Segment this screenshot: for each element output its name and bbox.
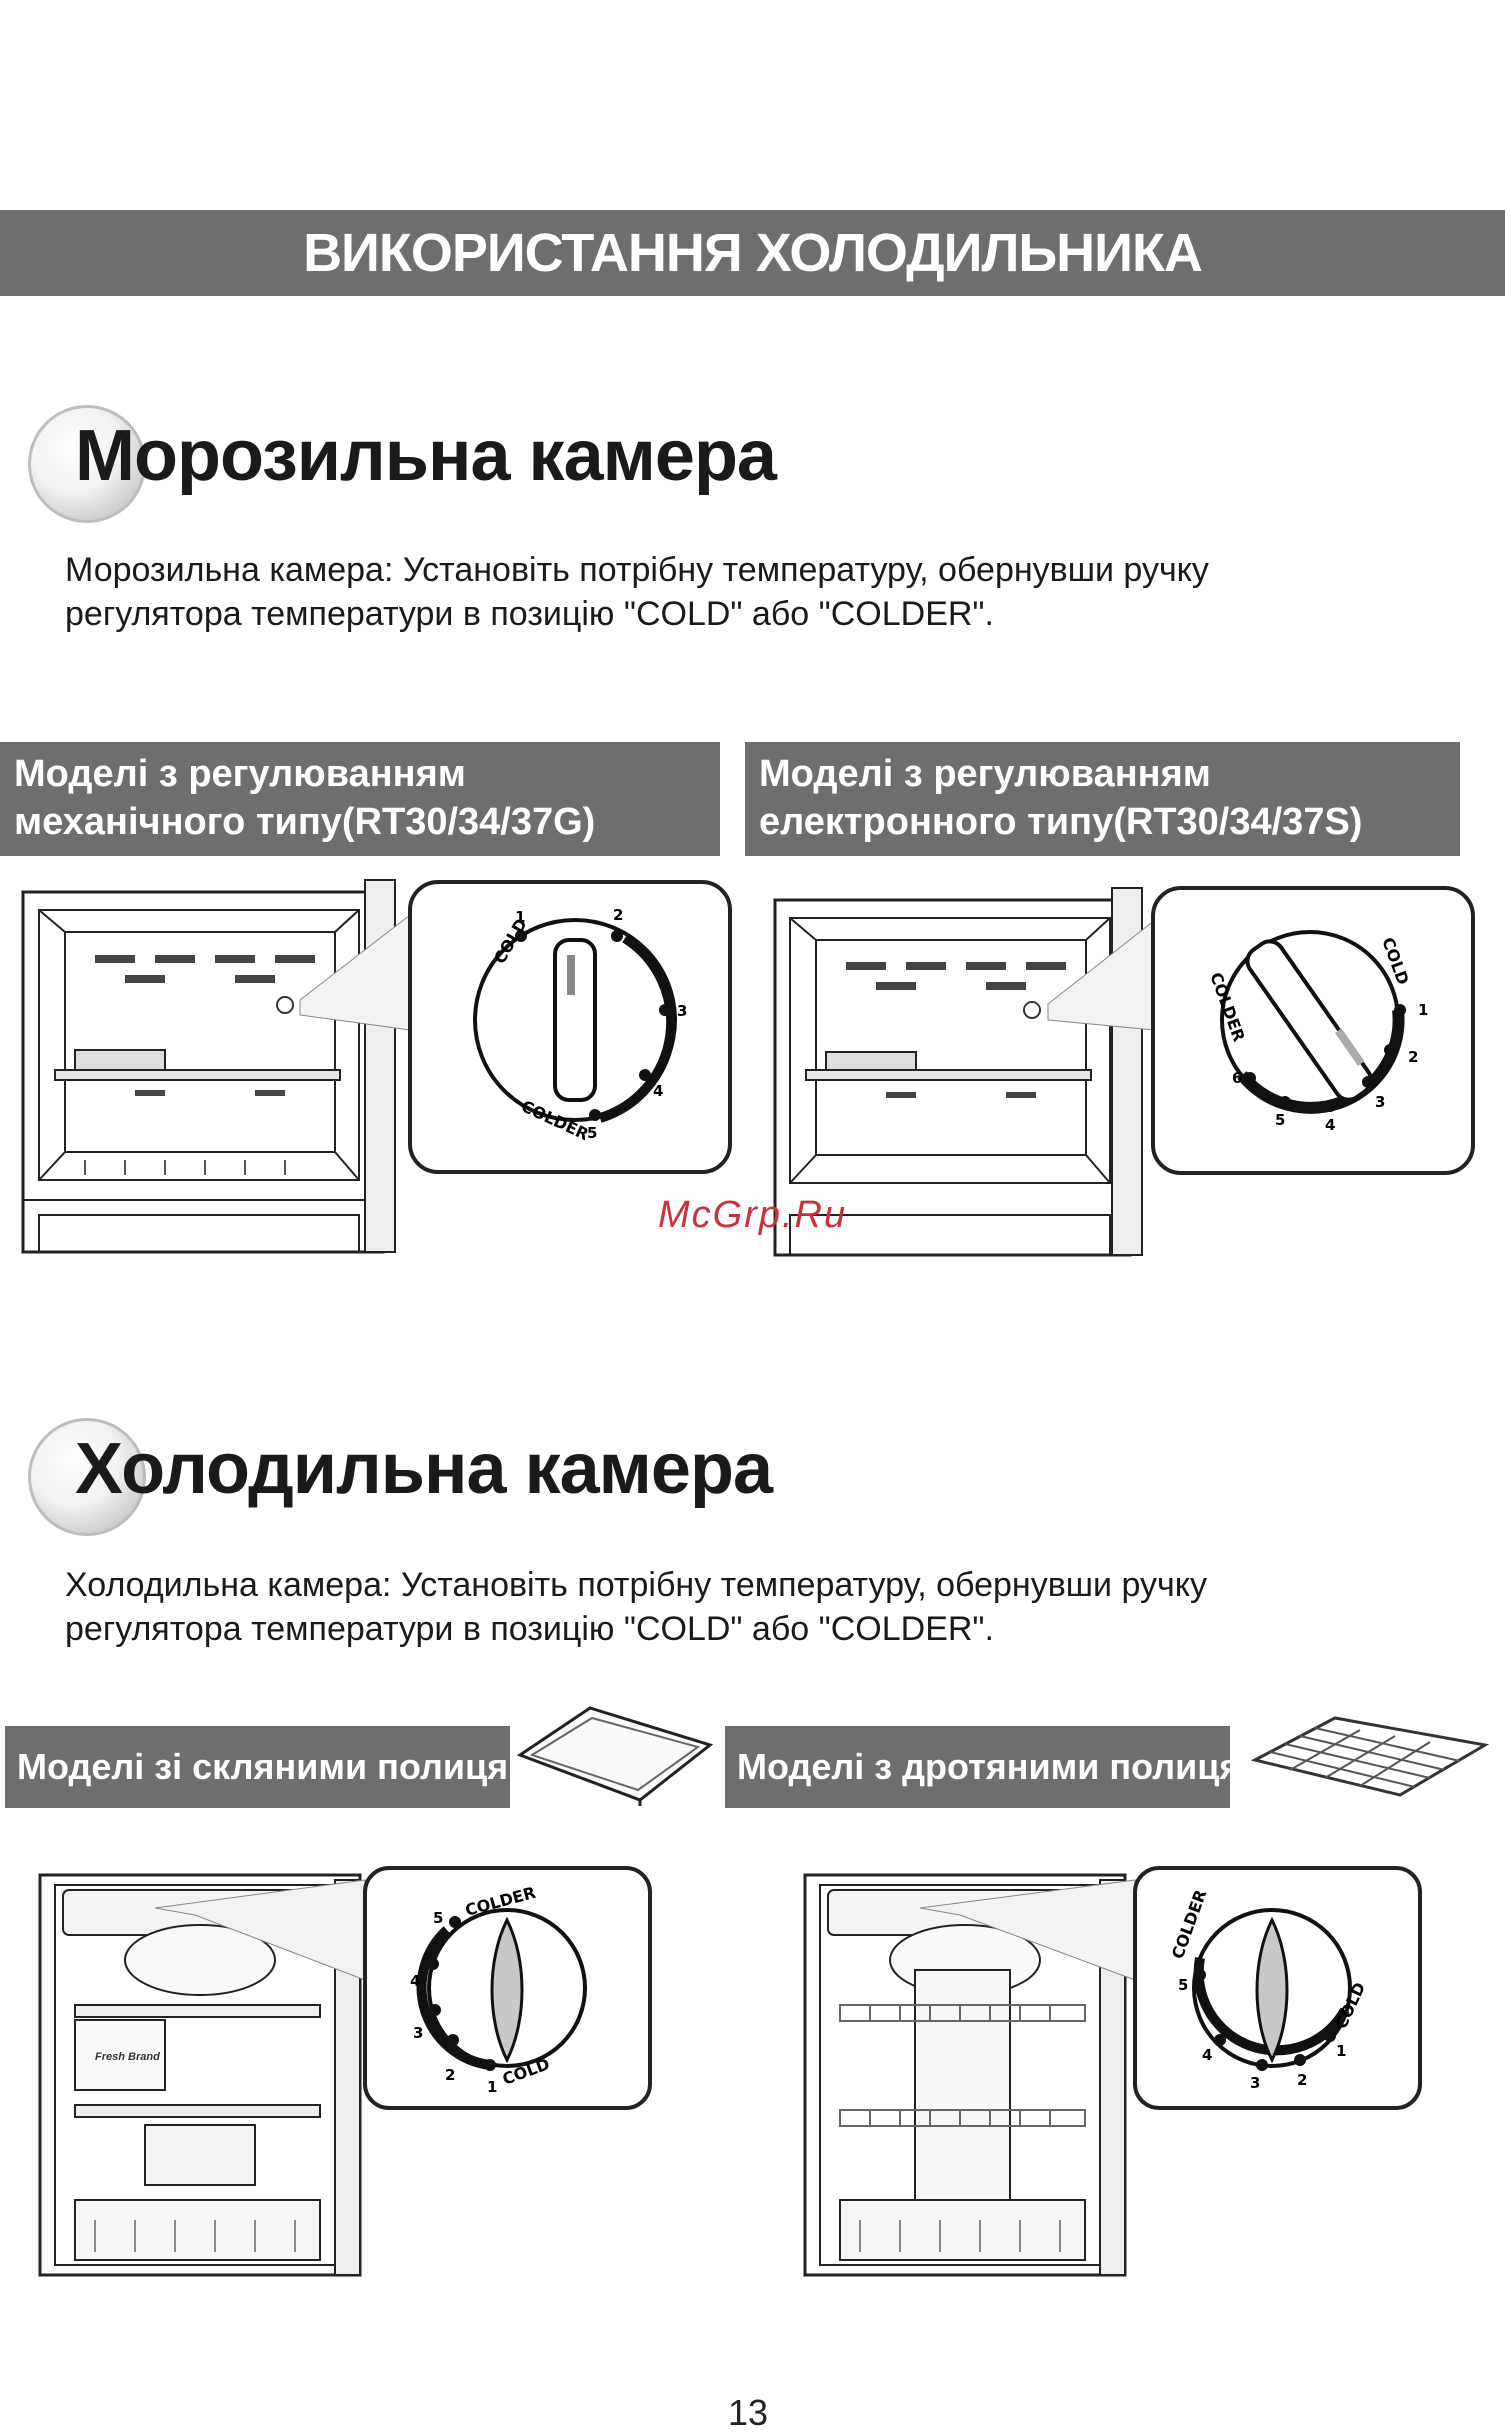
mech-dial-position-1: 1 xyxy=(515,908,525,926)
elec-dial-position-4: 4 xyxy=(1325,1116,1335,1134)
section-bullet-icon xyxy=(28,405,146,523)
wire-shelves-label: Моделі з дротяними полицями xyxy=(725,1726,1289,1808)
glass-dial-position-1: 1 xyxy=(487,2078,497,2096)
fridge-instructions: Холодильна камера: Установіть потрібну т… xyxy=(65,1563,1365,1651)
elec-dial-position-6: 6 xyxy=(1232,1069,1242,1087)
mechanical-models-label: Моделі з регулюванням механічного типу(R… xyxy=(0,742,720,856)
glass-dial-position-4: 4 xyxy=(410,1972,420,1990)
freezer-mechanical-illustration: COLD COLDER 1 2 3 4 5 xyxy=(21,879,732,1254)
page-header-title: ВИКОРИСТАННЯ ХОЛОДИЛЬНИКА xyxy=(303,223,1203,283)
fridge-glass-illustration: Fresh Brand COLDER COLD 1 2 3 4 5 xyxy=(38,1866,652,2277)
page-header-banner: ВИКОРИСТАННЯ ХОЛОДИЛЬНИКА xyxy=(0,210,1505,296)
glass-dial-position-5: 5 xyxy=(433,1909,443,1927)
elec-dial-position-3: 3 xyxy=(1375,1093,1385,1111)
fresh-brand-label: Fresh Brand xyxy=(95,2051,160,2063)
freezer-electronic-illustration: COLD COLDER 1 2 3 4 5 6 xyxy=(773,886,1475,1257)
fridge-instructions-line-2: регулятора температури в позицію "COLD" … xyxy=(65,1610,994,1648)
glass-shelf-icon xyxy=(516,1706,714,1806)
wire-dial-position-3: 3 xyxy=(1250,2074,1260,2092)
mechanical-label-line-2: механічного типу(RT30/34/37G) xyxy=(14,801,596,843)
elec-dial-position-2: 2 xyxy=(1408,1048,1418,1066)
glass-shelves-label-text: Моделі зі скляними полицями xyxy=(17,1746,557,1787)
wire-shelves-label-text: Моделі з дротяними полицями xyxy=(737,1746,1290,1787)
wire-dial-position-5: 5 xyxy=(1178,1976,1188,1994)
fridge-instructions-line-1: Холодильна камера: Установіть потрібну т… xyxy=(65,1566,1207,1604)
wire-dial-position-2: 2 xyxy=(1297,2071,1307,2089)
mech-dial-position-4: 4 xyxy=(653,1082,663,1100)
electronic-label-line-2: електронного типу(RT30/34/37S) xyxy=(759,801,1363,843)
fridge-section-title: Холодильна камера xyxy=(75,1429,773,1509)
mech-dial-position-5: 5 xyxy=(587,1124,597,1142)
mechanical-label-line-1: Моделі з регулюванням xyxy=(14,753,466,795)
freezer-section-title: Морозильна камера xyxy=(75,416,777,496)
elec-dial-position-5: 5 xyxy=(1275,1111,1285,1129)
elec-dial-position-1: 1 xyxy=(1418,1001,1428,1019)
wire-dial-position-1: 1 xyxy=(1336,2042,1346,2060)
fridge-wire-illustration: COLDER COLD 1 2 3 4 5 xyxy=(803,1866,1422,2277)
mech-dial-position-2: 2 xyxy=(613,906,623,924)
freezer-instructions-line-1: Морозильна камера: Установіть потрібну т… xyxy=(65,551,1209,589)
watermark-text: McGrp.Ru xyxy=(658,1194,848,1236)
page-number: 13 xyxy=(728,2392,769,2433)
electronic-label-line-1: Моделі з регулюванням xyxy=(759,753,1211,795)
freezer-instructions: Морозильна камера: Установіть потрібну т… xyxy=(65,548,1365,636)
glass-shelves-label: Моделі зі скляними полицями xyxy=(5,1726,557,1808)
glass-dial-position-2: 2 xyxy=(445,2066,455,2084)
mech-dial-position-3: 3 xyxy=(677,1002,687,1020)
wire-shelf-icon xyxy=(1250,1716,1490,1797)
freezer-instructions-line-2: регулятора температури в позицію "COLD" … xyxy=(65,595,994,633)
wire-dial-position-4: 4 xyxy=(1202,2046,1212,2064)
section-bullet-icon xyxy=(28,1418,146,1536)
electronic-models-label: Моделі з регулюванням електронного типу(… xyxy=(745,742,1460,856)
glass-dial-position-3: 3 xyxy=(413,2024,423,2042)
